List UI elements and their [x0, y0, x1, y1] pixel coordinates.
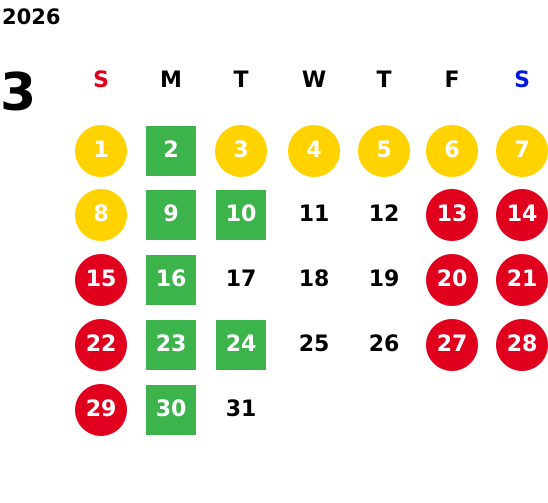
calendar-day[interactable]: 28 — [496, 319, 548, 371]
calendar-day[interactable]: 18 — [298, 267, 330, 292]
calendar-day[interactable]: 29 — [75, 384, 127, 436]
calendar-day[interactable]: 16 — [146, 255, 196, 305]
weekday-header: T — [233, 68, 249, 93]
calendar-day[interactable]: 30 — [146, 385, 196, 435]
calendar-day[interactable]: 26 — [368, 332, 400, 357]
calendar-day[interactable]: 27 — [426, 319, 478, 371]
weekday-header: S — [93, 68, 109, 93]
calendar-day[interactable]: 13 — [426, 189, 478, 241]
calendar-day[interactable]: 3 — [215, 125, 267, 177]
calendar-day[interactable]: 11 — [298, 202, 330, 227]
calendar-day[interactable]: 23 — [146, 320, 196, 370]
calendar-day[interactable]: 4 — [288, 125, 340, 177]
calendar-day[interactable]: 5 — [358, 125, 410, 177]
calendar-day[interactable]: 21 — [496, 254, 548, 306]
calendar-year: 2026 — [2, 5, 61, 29]
calendar-day[interactable]: 9 — [146, 190, 196, 240]
calendar-day[interactable]: 19 — [368, 267, 400, 292]
calendar-day[interactable]: 2 — [146, 126, 196, 176]
calendar-day[interactable]: 24 — [216, 320, 266, 370]
weekday-header: W — [301, 68, 327, 93]
calendar-day[interactable]: 12 — [368, 202, 400, 227]
calendar-day[interactable]: 6 — [426, 125, 478, 177]
calendar-day[interactable]: 8 — [75, 189, 127, 241]
calendar-day[interactable]: 10 — [216, 190, 266, 240]
calendar-day[interactable]: 20 — [426, 254, 478, 306]
weekday-header: F — [444, 68, 460, 93]
weekday-header: S — [514, 68, 530, 93]
calendar-day[interactable]: 31 — [225, 397, 257, 422]
calendar-day[interactable]: 22 — [75, 319, 127, 371]
calendar-day[interactable]: 17 — [225, 267, 257, 292]
calendar-day[interactable]: 14 — [496, 189, 548, 241]
calendar-month: 3 — [0, 63, 37, 123]
calendar-day[interactable]: 7 — [496, 125, 548, 177]
calendar-day[interactable]: 15 — [75, 254, 127, 306]
calendar-day[interactable]: 25 — [298, 332, 330, 357]
calendar-day[interactable]: 1 — [75, 125, 127, 177]
weekday-header: T — [376, 68, 392, 93]
weekday-header: M — [160, 68, 182, 93]
